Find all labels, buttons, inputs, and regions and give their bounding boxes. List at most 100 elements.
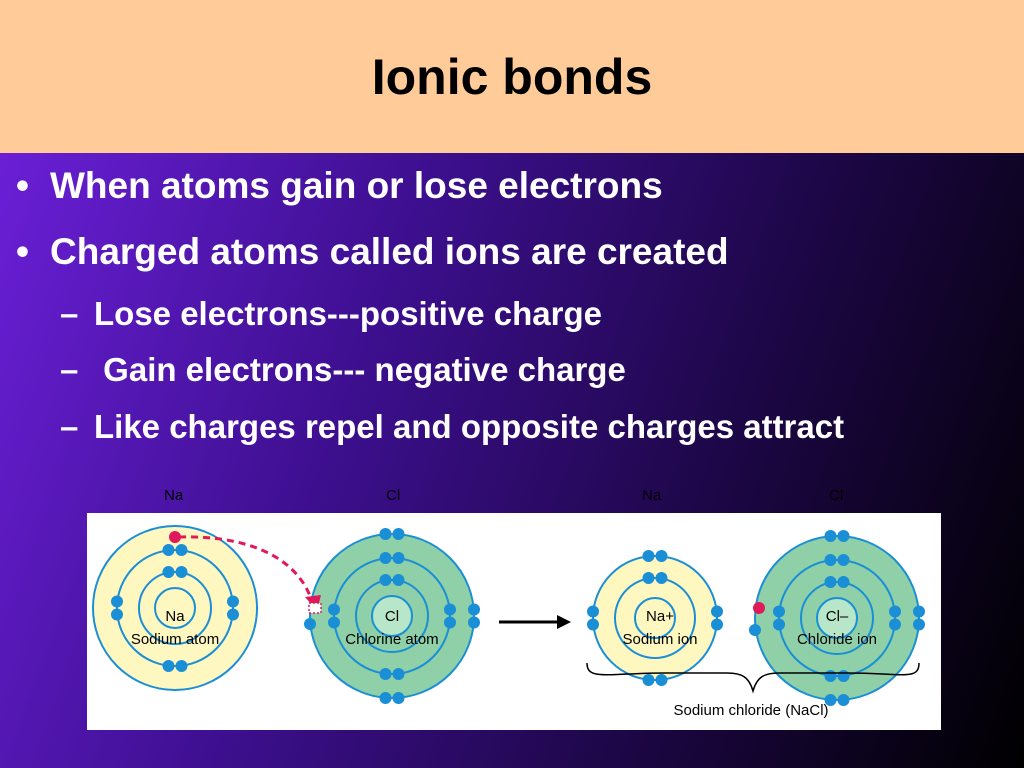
electron bbox=[773, 618, 785, 631]
ion-symbol-cl: Cl– bbox=[826, 608, 849, 625]
electron bbox=[837, 694, 850, 706]
electron bbox=[169, 531, 181, 543]
reaction-arrowhead bbox=[557, 615, 571, 629]
top-label-na: Na bbox=[164, 487, 184, 504]
electron bbox=[175, 566, 188, 578]
electron bbox=[837, 554, 850, 566]
sub-bullet-text: Lose electrons---positive charge bbox=[94, 295, 602, 332]
electron bbox=[392, 692, 405, 704]
electron bbox=[711, 618, 723, 631]
bullet-text: When atoms gain or lose electrons bbox=[50, 165, 663, 206]
electron bbox=[655, 572, 668, 584]
electron bbox=[587, 618, 599, 631]
electron bbox=[642, 674, 655, 686]
electron bbox=[824, 530, 837, 542]
electron bbox=[468, 616, 480, 629]
electron bbox=[444, 616, 456, 629]
dash-glyph: – bbox=[60, 408, 79, 445]
electron bbox=[913, 605, 925, 618]
sub-bullet-text: Like charges repel and opposite charges … bbox=[94, 408, 845, 445]
electron bbox=[773, 605, 785, 618]
sodium-ion bbox=[592, 555, 718, 681]
electron bbox=[824, 554, 837, 566]
ionic-bond-diagram: Na Sodium atom Cl Chlorine atom Na+ Sodi… bbox=[87, 513, 941, 730]
ion-symbol-na: Na+ bbox=[646, 608, 674, 625]
electron bbox=[711, 605, 723, 618]
dash-glyph: – bbox=[60, 351, 79, 388]
chlorine-atom bbox=[309, 533, 475, 699]
electron bbox=[392, 668, 405, 680]
electron bbox=[392, 528, 405, 540]
chloride-ion bbox=[754, 535, 920, 701]
atom-symbol-cl: Cl bbox=[385, 608, 399, 625]
electron bbox=[379, 692, 392, 704]
electron bbox=[913, 618, 925, 631]
electron bbox=[162, 544, 175, 556]
electron bbox=[379, 668, 392, 680]
title-bar: Ionic bonds bbox=[0, 0, 1024, 153]
electron bbox=[642, 572, 655, 584]
electron bbox=[824, 694, 837, 706]
electron bbox=[655, 674, 668, 686]
atom-name-na: Sodium atom bbox=[131, 631, 219, 648]
electron bbox=[837, 530, 850, 542]
electron bbox=[175, 544, 188, 556]
electron bbox=[379, 574, 392, 586]
dash-glyph: – bbox=[60, 295, 79, 332]
bullet-item: • Charged atoms called ions are created bbox=[16, 231, 729, 273]
atom-name-cl: Chlorine atom bbox=[345, 631, 438, 648]
bullet-text: Charged atoms called ions are created bbox=[50, 231, 729, 272]
electron bbox=[468, 603, 480, 616]
sub-bullet-item: –Lose electrons---positive charge bbox=[60, 295, 602, 333]
nucleus bbox=[816, 597, 858, 639]
electron bbox=[889, 605, 901, 618]
ion-name-na: Sodium ion bbox=[622, 631, 697, 648]
electron bbox=[175, 660, 188, 672]
electron bbox=[444, 603, 456, 616]
electron bbox=[328, 603, 340, 616]
electron bbox=[162, 660, 175, 672]
electron bbox=[824, 576, 837, 588]
electron bbox=[328, 616, 340, 629]
diagram-canvas: Na Sodium atom Cl Chlorine atom Na+ Sodi… bbox=[92, 525, 925, 719]
electron bbox=[392, 552, 405, 564]
electron bbox=[749, 624, 761, 636]
sodium-atom bbox=[92, 525, 258, 691]
electron bbox=[587, 605, 599, 618]
top-label-na-ion: Na bbox=[642, 487, 662, 504]
nucleus bbox=[634, 597, 676, 639]
electron-transfer-path bbox=[178, 535, 315, 606]
nucleus bbox=[371, 595, 413, 637]
bullet-glyph: • bbox=[16, 231, 29, 272]
sub-bullet-text: Gain electrons--- negative charge bbox=[94, 351, 626, 388]
electron bbox=[379, 552, 392, 564]
atom-symbol-na: Na bbox=[165, 608, 185, 625]
electron bbox=[642, 550, 655, 562]
electron bbox=[227, 595, 239, 608]
top-label-cl: Cl bbox=[386, 487, 401, 504]
electron bbox=[837, 670, 850, 682]
electron-vacancy bbox=[308, 602, 322, 614]
electron bbox=[111, 595, 123, 608]
compound-brace bbox=[586, 662, 920, 694]
electron bbox=[379, 528, 392, 540]
electron bbox=[655, 550, 668, 562]
electron bbox=[111, 608, 123, 621]
electron bbox=[837, 576, 850, 588]
top-label-cl-ion: Cl bbox=[829, 487, 844, 504]
ion-name-cl: Chloride ion bbox=[797, 631, 877, 648]
compound-label: Sodium chloride (NaCl) bbox=[673, 702, 828, 719]
electron bbox=[889, 618, 901, 631]
electron bbox=[227, 608, 239, 621]
electron bbox=[392, 574, 405, 586]
slide-title: Ionic bonds bbox=[371, 48, 653, 105]
electron bbox=[824, 670, 837, 682]
electron bbox=[753, 602, 765, 614]
bullet-glyph: • bbox=[16, 165, 29, 206]
bullet-item: • When atoms gain or lose electrons bbox=[16, 165, 663, 207]
nucleus bbox=[154, 587, 196, 629]
sub-bullet-item: –Like charges repel and opposite charges… bbox=[60, 405, 880, 448]
electron bbox=[162, 566, 175, 578]
sub-bullet-item: – Gain electrons--- negative charge bbox=[60, 351, 626, 389]
electron bbox=[304, 618, 316, 630]
